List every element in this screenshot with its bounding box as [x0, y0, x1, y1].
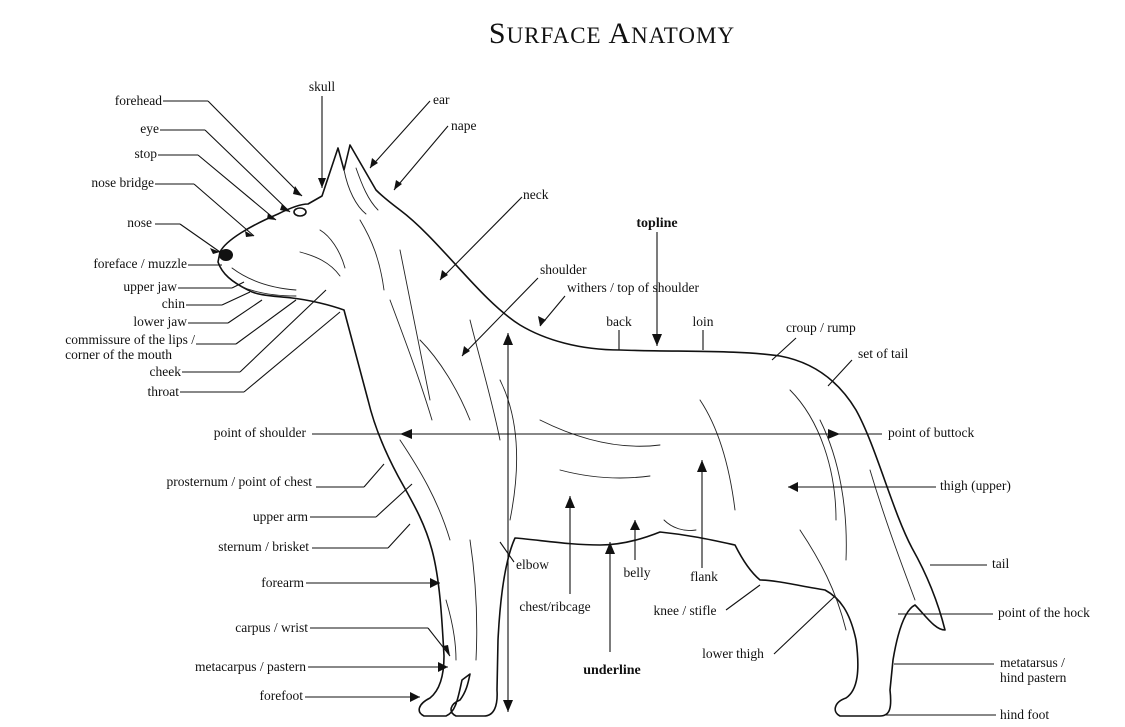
dog-outline — [218, 145, 945, 716]
dog-illustration — [218, 145, 945, 716]
label-nape: nape — [451, 118, 476, 133]
label-forehead: forehead — [115, 93, 162, 108]
label-withers: withers / top of shoulder — [567, 280, 699, 295]
label-commissure-1: commissure of the lips / — [65, 332, 195, 347]
label-shoulder: shoulder — [540, 262, 587, 277]
label-forearm: forearm — [261, 575, 304, 590]
label-point-of-shoulder: point of shoulder — [214, 425, 307, 440]
label-croup: croup / rump — [786, 320, 856, 335]
label-upper-jaw: upper jaw — [123, 279, 177, 294]
label-nose: nose — [127, 215, 152, 230]
label-belly: belly — [624, 565, 651, 580]
label-chin: chin — [162, 296, 185, 311]
label-lower-thigh: lower thigh — [702, 646, 764, 661]
label-chest: chest/ribcage — [519, 599, 590, 614]
label-tail: tail — [992, 556, 1009, 571]
label-back: back — [606, 314, 632, 329]
label-nose-bridge: nose bridge — [91, 175, 154, 190]
label-foreface: foreface / muzzle — [93, 256, 187, 271]
label-flank: flank — [690, 569, 718, 584]
label-sternum: sternum / brisket — [218, 539, 309, 554]
label-ear: ear — [433, 92, 450, 107]
label-set-of-tail: set of tail — [858, 346, 908, 361]
label-topline: topline — [636, 216, 677, 231]
label-point-of-hock: point of the hock — [998, 605, 1090, 620]
label-eye: eye — [140, 121, 159, 136]
label-prosternum: prosternum / point of chest — [167, 474, 313, 489]
label-thigh: thigh (upper) — [940, 478, 1011, 493]
label-skull: skull — [309, 79, 336, 94]
label-cheek: cheek — [150, 364, 182, 379]
label-metatarsus-2: hind pastern — [1000, 670, 1067, 685]
labels: forehead skull ear eye nape stop nose br… — [65, 79, 1090, 722]
label-throat: throat — [148, 384, 180, 399]
label-upper-arm: upper arm — [253, 509, 309, 524]
label-lower-jaw: lower jaw — [133, 314, 187, 329]
label-underline: underline — [583, 663, 641, 678]
label-knee: knee / stifle — [654, 603, 717, 618]
label-elbow: elbow — [516, 557, 549, 572]
label-commissure-2: corner of the mouth — [65, 347, 172, 362]
label-neck: neck — [523, 187, 549, 202]
label-metatarsus-1: metatarsus / — [1000, 655, 1065, 670]
label-forefoot: forefoot — [260, 688, 304, 703]
label-metacarpus: metacarpus / pastern — [195, 659, 306, 674]
label-stop: stop — [134, 146, 157, 161]
label-hind-foot: hind foot — [1000, 707, 1049, 722]
label-loin: loin — [692, 314, 713, 329]
label-carpus: carpus / wrist — [235, 620, 308, 635]
eye-shape — [294, 208, 306, 216]
page-title: SURFACE ANATOMY — [489, 17, 735, 50]
label-point-of-buttock: point of buttock — [888, 425, 974, 440]
